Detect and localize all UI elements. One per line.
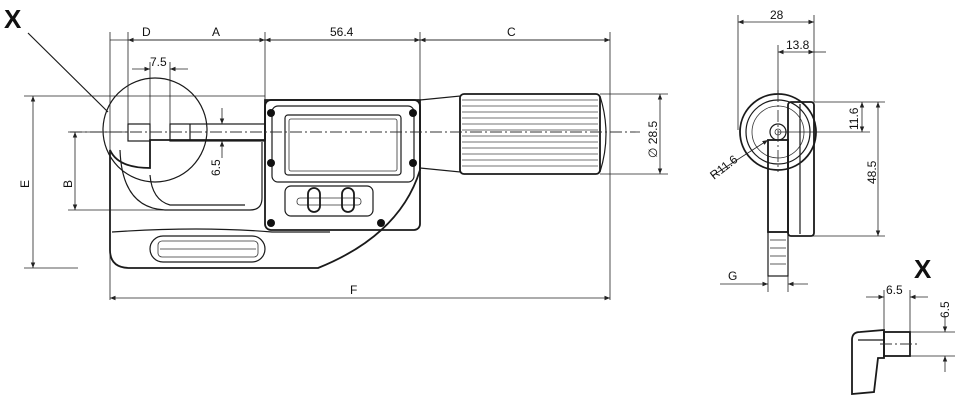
side-anvil bbox=[767, 231, 789, 277]
spindle bbox=[169, 123, 266, 142]
detail-view: X 6.5 6.5 bbox=[851, 254, 955, 395]
dim-b: B bbox=[61, 180, 75, 188]
detail-mark-detail: X bbox=[914, 254, 932, 284]
dim-28: 28 bbox=[770, 8, 784, 22]
side-dimensions: 28 13.8 11.6 48.5 R11.6 G bbox=[707, 8, 885, 292]
dim-7-5: 7.5 bbox=[150, 55, 167, 69]
dim-c: C bbox=[507, 25, 516, 39]
frame-grip bbox=[149, 235, 266, 263]
detail-mark-main: X bbox=[4, 4, 22, 34]
lcd-screen bbox=[284, 114, 402, 176]
dim-detail-h: 6.5 bbox=[938, 301, 952, 318]
dim-11-6: 11.6 bbox=[847, 107, 861, 130]
front-dimensions: D A 56.4 C 7.5 6.5 B E F ∅ 28.5 bbox=[18, 25, 668, 301]
dim-f: F bbox=[350, 283, 357, 297]
dim-a: A bbox=[212, 25, 220, 39]
thimble bbox=[459, 93, 601, 175]
dim-r: R11.6 bbox=[707, 152, 740, 182]
button-right bbox=[341, 187, 355, 213]
dim-e: E bbox=[18, 180, 32, 188]
button-panel bbox=[284, 185, 374, 217]
dim-g: G bbox=[728, 269, 737, 283]
frame-inner bbox=[119, 142, 263, 211]
anvil bbox=[127, 123, 151, 142]
dim-56-4: 56.4 bbox=[330, 25, 354, 39]
sleeve bbox=[419, 95, 461, 173]
detail-leader bbox=[27, 32, 109, 113]
detail-circle bbox=[102, 77, 208, 183]
button-left bbox=[307, 187, 321, 213]
display-housing bbox=[264, 99, 421, 231]
dim-6-5-main: 6.5 bbox=[209, 159, 223, 176]
dim-48-5: 48.5 bbox=[865, 160, 879, 184]
knurling bbox=[462, 99, 598, 167]
dim-d: D bbox=[142, 25, 151, 39]
dim-13-8: 13.8 bbox=[786, 38, 810, 52]
side-view bbox=[739, 90, 817, 277]
frame-outer bbox=[109, 99, 421, 269]
front-view: X bbox=[4, 4, 640, 269]
detail-anvil bbox=[851, 329, 885, 395]
dim-diameter: ∅ 28.5 bbox=[646, 121, 660, 158]
dim-detail-w: 6.5 bbox=[886, 283, 903, 297]
side-body bbox=[787, 101, 815, 237]
